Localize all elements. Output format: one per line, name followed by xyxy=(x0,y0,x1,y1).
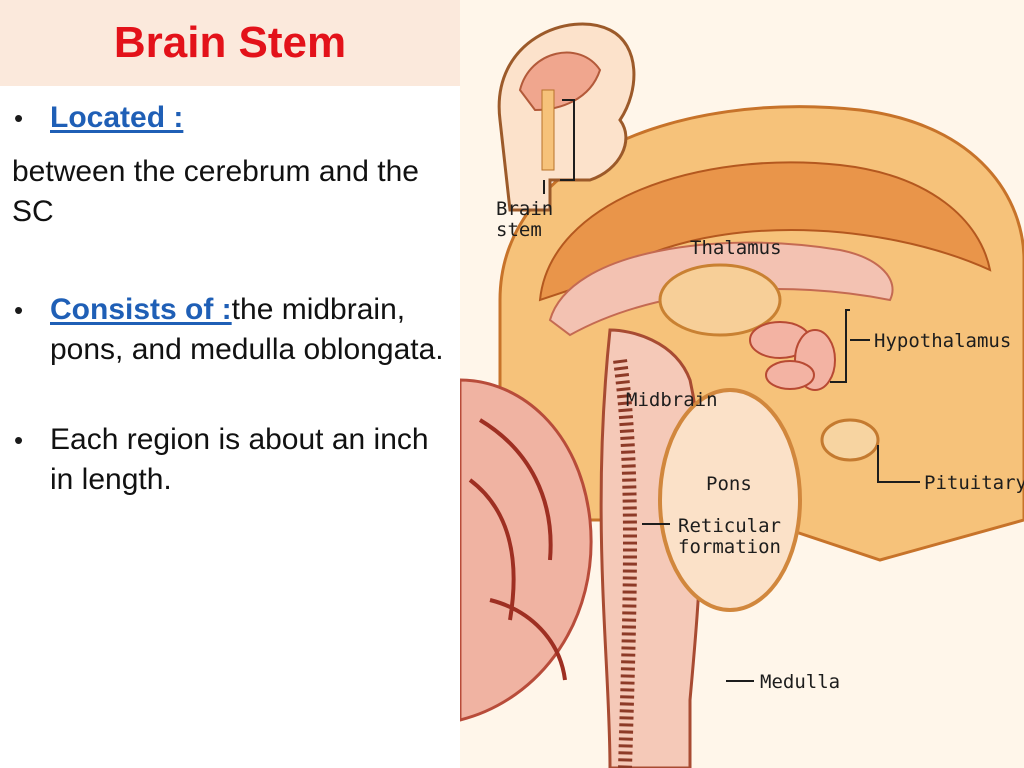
bullet-dot-icon: • xyxy=(14,425,24,455)
label-hypothalamus: Hypothalamus xyxy=(874,330,1011,352)
slide-title: Brain Stem xyxy=(113,18,347,67)
label-midbrain: Midbrain xyxy=(626,389,718,411)
located-text: between the cerebrum and the SC xyxy=(12,155,419,228)
bullet-consists: • Consists of :the midbrain, pons, and m… xyxy=(12,290,458,370)
label-thalamus: Thalamus xyxy=(690,237,782,259)
corpus-callosum-shape xyxy=(538,161,992,302)
consists-text: the midbrain, pons, and medulla oblongat… xyxy=(50,293,444,366)
bullet-dot-icon: • xyxy=(14,295,24,325)
label-reticular-1: Reticular xyxy=(678,515,781,537)
brain-diagram: Brain stem Thalamus Hypothalamus Midbrai… xyxy=(460,0,1024,768)
located-link[interactable]: Located : xyxy=(50,101,184,134)
bullet-dot-icon: • xyxy=(14,103,24,133)
label-reticular-2: formation xyxy=(678,536,781,558)
brain-stem-illustration: Brain stem Thalamus Hypothalamus Midbrai… xyxy=(460,0,1024,768)
thalamus-shape xyxy=(658,263,782,337)
pons-shape xyxy=(658,388,802,612)
head-inset xyxy=(497,22,636,212)
cerebellum-folia xyxy=(468,418,567,681)
label-brain-stem-1: Brain xyxy=(496,198,553,220)
consists-link[interactable]: Consists of : xyxy=(50,293,232,326)
bullet-located: • Located : xyxy=(12,98,458,138)
bullet-region: • Each region is about an inch in length… xyxy=(12,420,458,500)
region-text: Each region is about an inch in length. xyxy=(50,423,429,496)
hypothalamus-shape xyxy=(749,321,836,391)
label-pituitary: Pituitary xyxy=(924,472,1024,494)
title-band xyxy=(0,0,460,86)
label-pons: Pons xyxy=(706,473,752,495)
label-medulla: Medulla xyxy=(760,671,840,693)
label-brain-stem-2: stem xyxy=(496,219,542,241)
slide-body: • Located : between the cerebrum and the… xyxy=(12,98,458,500)
cerebellum-shape xyxy=(460,378,593,722)
reticular-formation-shape xyxy=(613,359,637,768)
pituitary-shape xyxy=(820,418,880,462)
